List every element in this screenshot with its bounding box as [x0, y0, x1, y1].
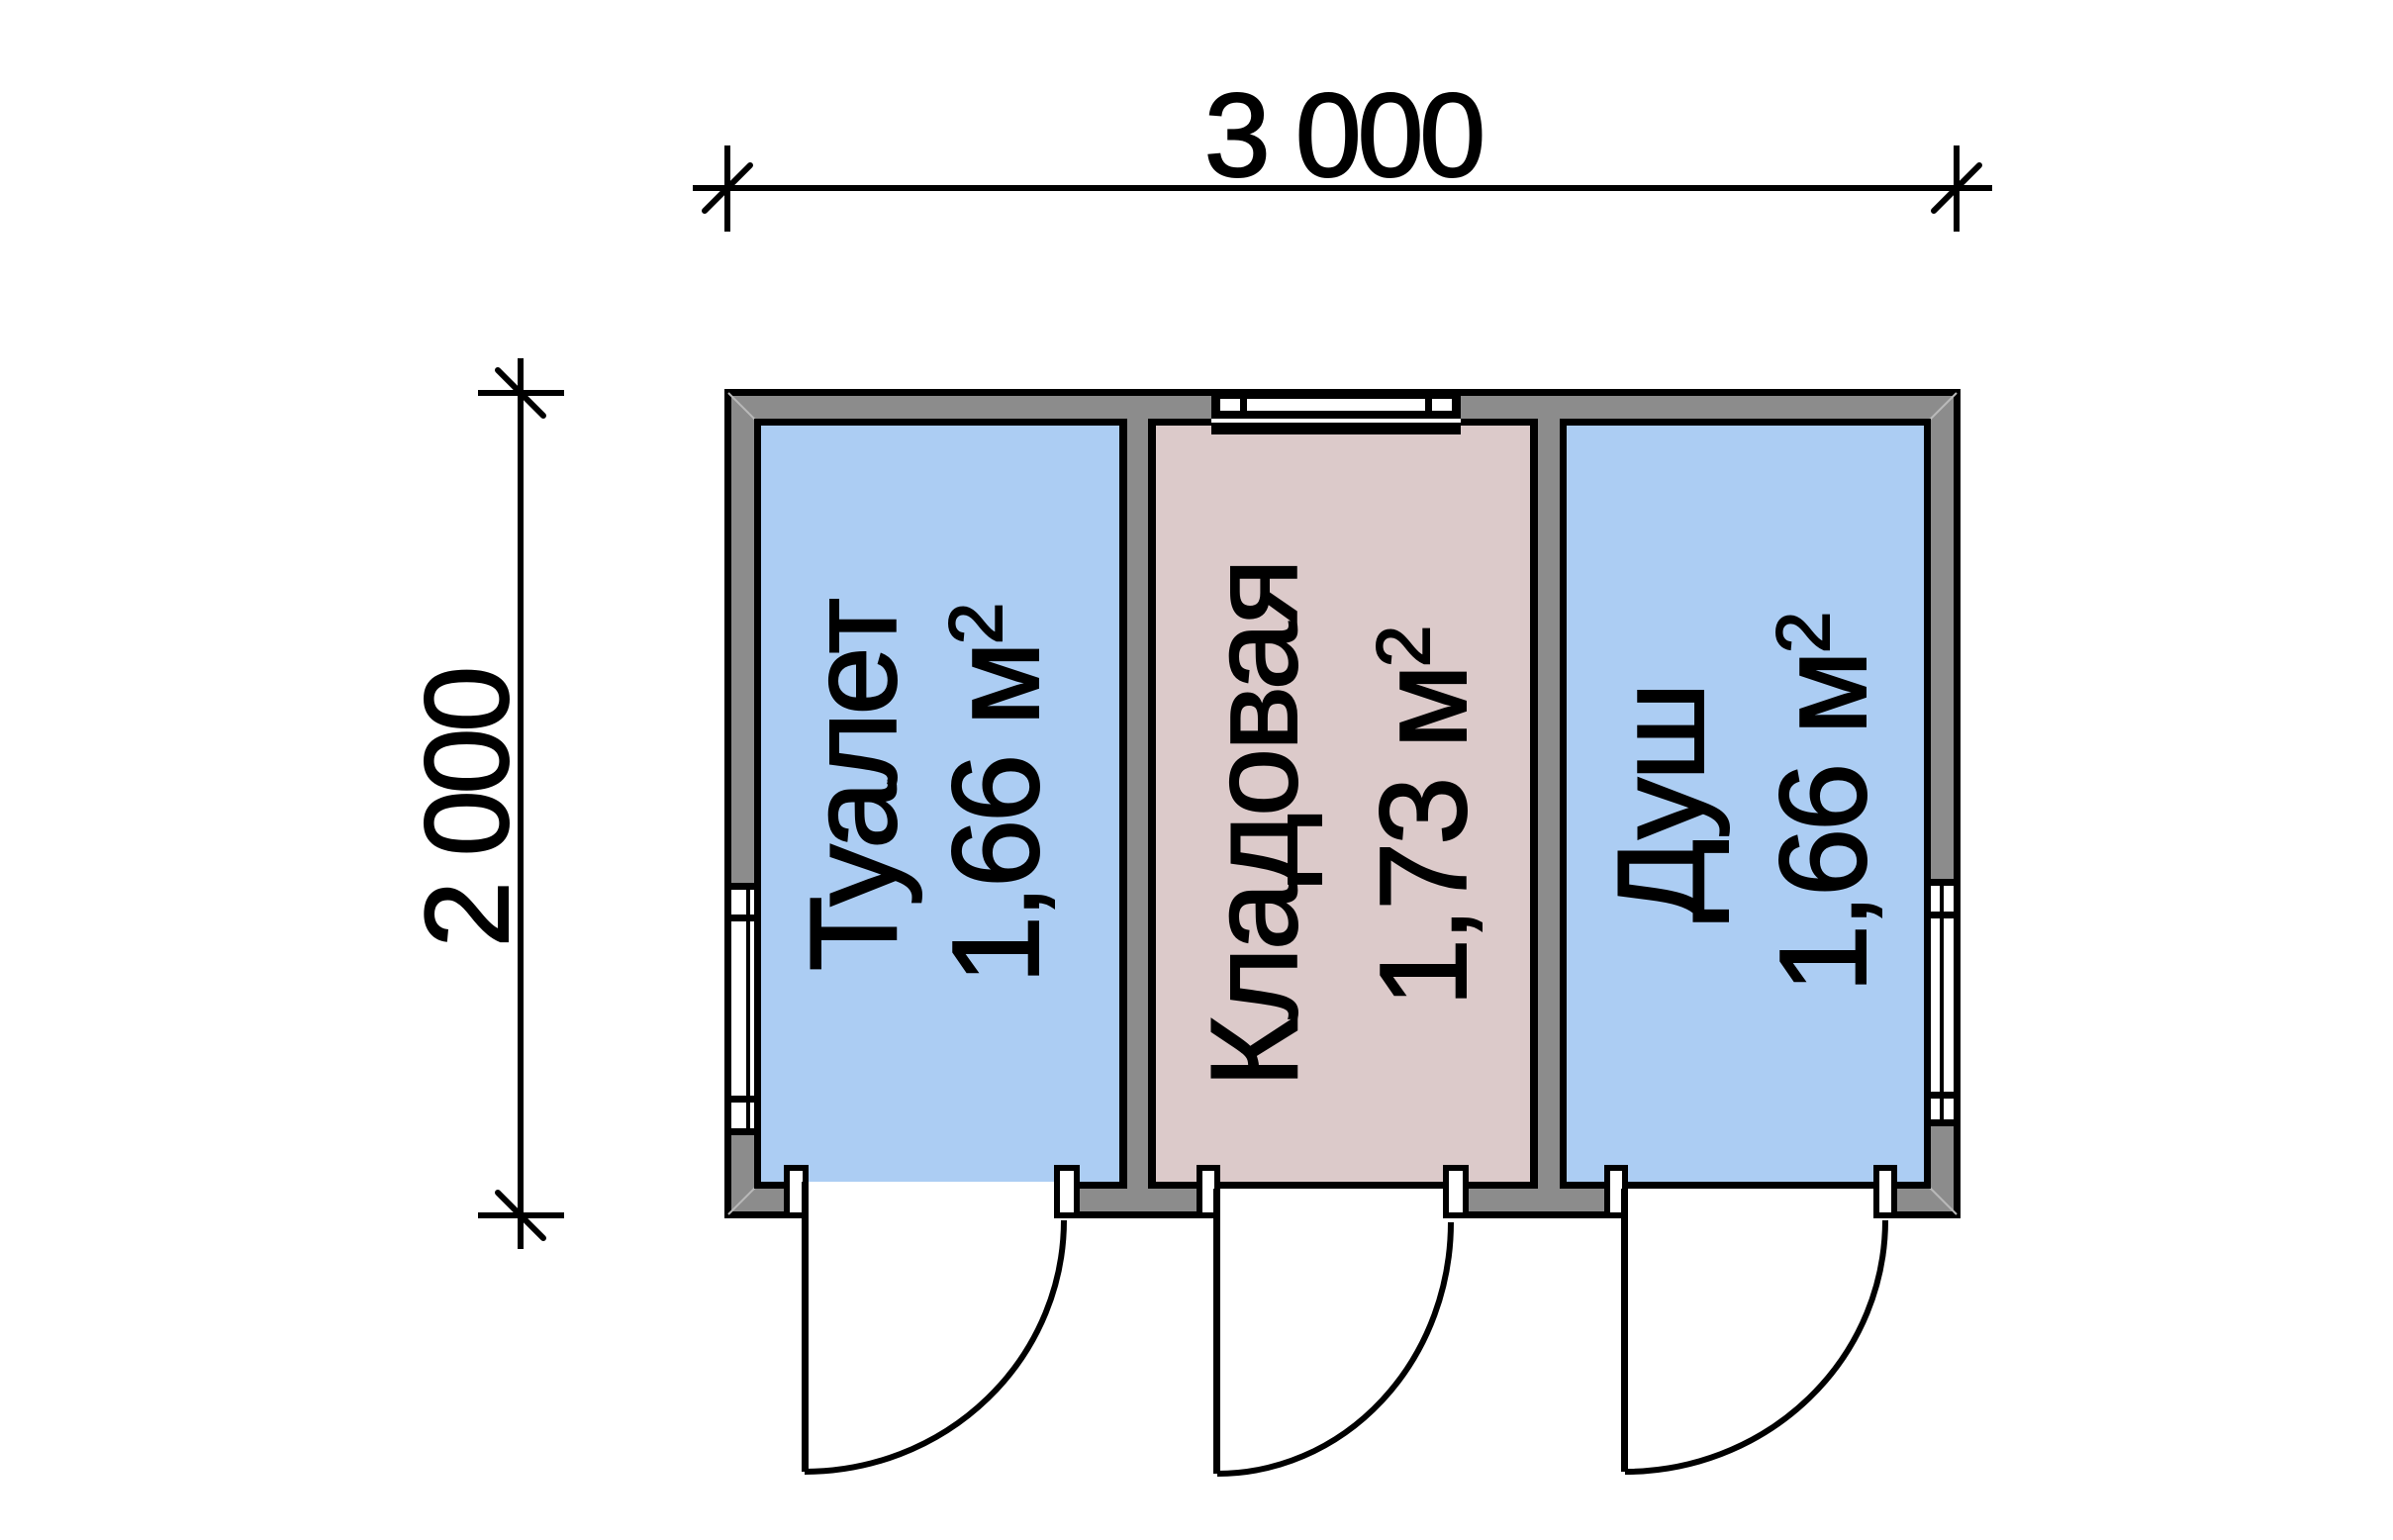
svg-text:1,73 м2: 1,73 м2	[1356, 628, 1492, 1007]
svg-text:2 000: 2 000	[401, 670, 533, 948]
svg-text:3 000: 3 000	[1204, 69, 1483, 202]
svg-text:1,66 м2: 1,66 м2	[1756, 615, 1892, 993]
svg-text:Кладовая: Кладовая	[1187, 561, 1323, 1087]
svg-text:1,66 м2: 1,66 м2	[928, 606, 1065, 984]
svg-text:Туалет: Туалет	[786, 600, 922, 972]
svg-text:Душ: Душ	[1593, 685, 1730, 921]
